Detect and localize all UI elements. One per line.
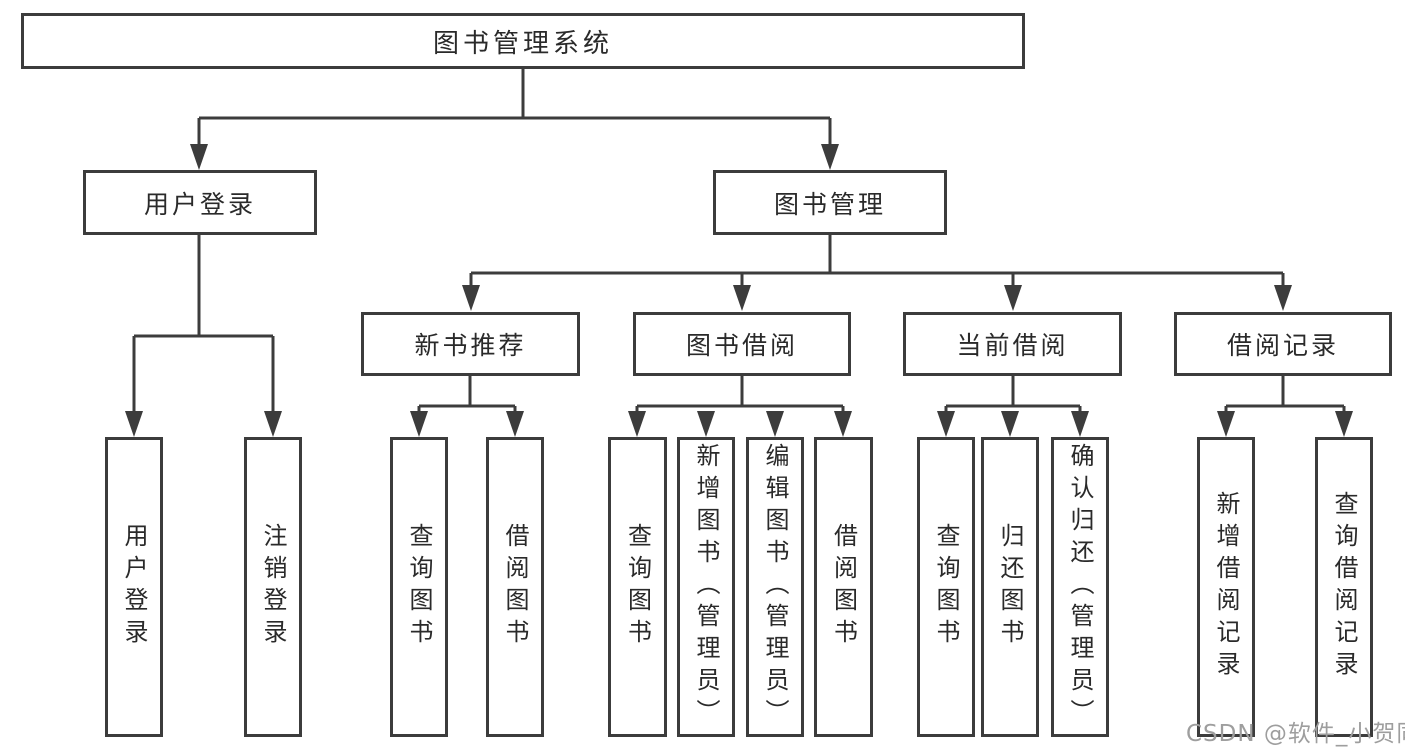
- leaf-logout-label: 注销登录: [259, 523, 287, 651]
- leaf-add-book-admin-label: 新增图书（管理员）: [692, 443, 720, 731]
- leaf-edit-book-admin-label: 编辑图书（管理员）: [761, 443, 789, 731]
- leaf-query-borrow-record-label: 查询借阅记录: [1330, 491, 1358, 683]
- leaf-query-borrow-record: 查询借阅记录: [1315, 437, 1373, 737]
- leaf-borrow-books-borrow: 借阅图书: [814, 437, 873, 737]
- node-current-borrowing-label: 当前借阅: [956, 331, 1069, 360]
- leaf-user-login-label: 用户登录: [120, 523, 148, 651]
- node-user-login: 用户登录: [83, 170, 317, 235]
- node-book-borrowing-label: 图书借阅: [685, 331, 798, 360]
- leaf-return-book-label: 归还图书: [996, 523, 1024, 651]
- leaf-query-books-current: 查询图书: [917, 437, 975, 737]
- leaf-query-books-recommend-label: 查询图书: [405, 523, 433, 651]
- watermark: CSDN @软件_小贺同学: [1186, 721, 1405, 747]
- node-root: 图书管理系统: [21, 13, 1025, 69]
- arrowheads: [125, 144, 1353, 437]
- leaf-add-borrow-record: 新增借阅记录: [1197, 437, 1255, 737]
- node-root-label: 图书管理系统: [432, 28, 613, 59]
- leaf-logout: 注销登录: [244, 437, 302, 737]
- leaf-add-book-admin: 新增图书（管理员）: [677, 437, 735, 737]
- leaf-query-books-borrow-label: 查询图书: [623, 523, 652, 651]
- leaf-borrow-books-borrow-label: 借阅图书: [829, 523, 858, 651]
- leaf-user-login: 用户登录: [105, 437, 163, 737]
- leaf-return-book: 归还图书: [981, 437, 1039, 737]
- leaf-query-books-recommend: 查询图书: [390, 437, 448, 737]
- node-book-management: 图书管理: [713, 170, 947, 235]
- leaf-edit-book-admin: 编辑图书（管理员）: [746, 437, 804, 737]
- leaf-borrow-books-recommend-label: 借阅图书: [501, 523, 529, 651]
- leaf-query-books-borrow: 查询图书: [608, 437, 667, 737]
- leaf-query-books-current-label: 查询图书: [932, 523, 960, 651]
- leaf-confirm-return-admin-label: 确认归还（管理员）: [1066, 443, 1094, 731]
- node-current-borrowing: 当前借阅: [903, 312, 1122, 376]
- leaf-add-borrow-record-label: 新增借阅记录: [1212, 491, 1240, 683]
- leaf-confirm-return-admin: 确认归还（管理员）: [1051, 437, 1109, 737]
- node-new-book-recommend: 新书推荐: [361, 312, 580, 376]
- leaf-borrow-books-recommend: 借阅图书: [486, 437, 544, 737]
- node-borrow-records: 借阅记录: [1174, 312, 1392, 376]
- node-user-login-label: 用户登录: [143, 189, 256, 219]
- node-borrow-records-label: 借阅记录: [1226, 331, 1339, 360]
- node-book-management-label: 图书管理: [773, 189, 886, 219]
- node-new-book-recommend-label: 新书推荐: [414, 331, 527, 360]
- node-book-borrowing: 图书借阅: [633, 312, 851, 376]
